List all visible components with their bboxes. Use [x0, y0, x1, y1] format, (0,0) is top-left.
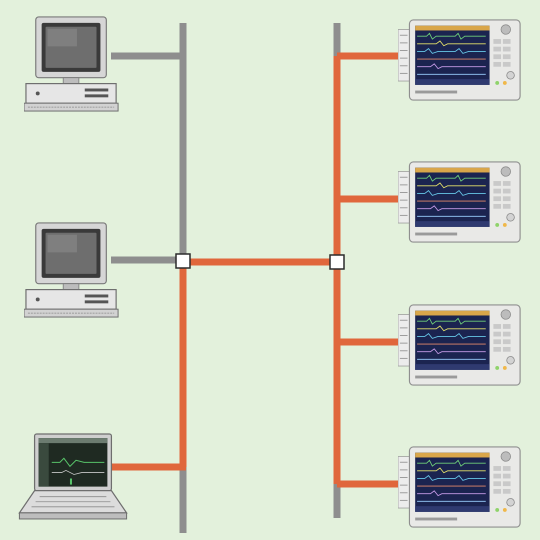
patient-monitor-icon — [398, 446, 521, 528]
junction-node-right — [329, 254, 345, 270]
junction-node-left — [175, 253, 191, 269]
desktop-computer-icon — [24, 16, 119, 112]
desktop-computer-icon — [24, 222, 119, 318]
patient-monitor-icon — [398, 19, 521, 101]
patient-monitor-icon — [398, 161, 521, 243]
laptop-icon — [18, 433, 128, 520]
patient-monitor-icon — [398, 304, 521, 386]
